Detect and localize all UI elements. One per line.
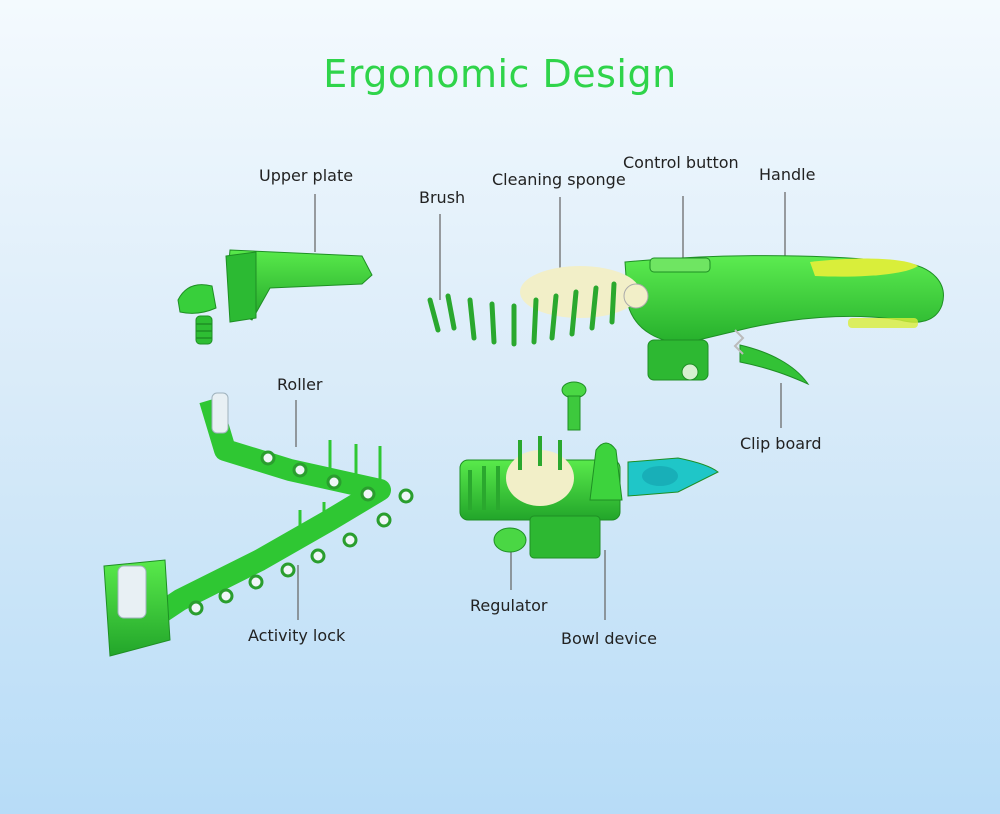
label-control-button: Control button <box>623 153 739 172</box>
brush-sponge-part <box>427 266 649 347</box>
diagram-title: Ergonomic Design <box>323 52 677 96</box>
label-handle: Handle <box>759 165 816 184</box>
handle-part <box>624 255 944 386</box>
label-clip-board: Clip board <box>740 434 822 453</box>
bowl-device-part <box>459 381 719 559</box>
label-upper-plate: Upper plate <box>259 166 354 185</box>
label-activity-lock: Activity lock <box>248 626 346 645</box>
label-bowl-device: Bowl device <box>561 629 657 648</box>
chain-part <box>103 392 414 657</box>
label-brush: Brush <box>419 188 466 207</box>
label-cleaning-sponge: Cleaning sponge <box>492 170 626 189</box>
leader-lines <box>295 192 786 620</box>
upper-plate-part <box>177 249 373 345</box>
label-roller: Roller <box>277 375 323 394</box>
label-regulator: Regulator <box>470 596 548 615</box>
